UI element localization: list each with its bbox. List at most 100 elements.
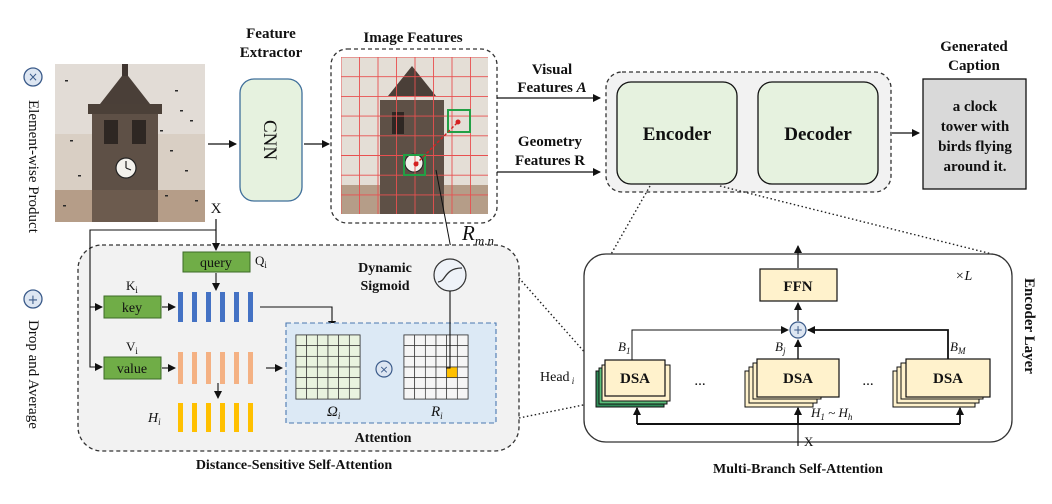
dsa-stack-2: DSA (744, 358, 840, 408)
bj-label: Bj (775, 339, 786, 356)
bm-label: BM (950, 339, 966, 356)
feature-map-image (341, 57, 488, 214)
matrix-cell (306, 377, 318, 389)
ellipsis-2: ... (862, 373, 873, 389)
matrix-cell (295, 345, 308, 357)
geometry-features-label-2: Features R (515, 153, 585, 169)
matrix-cell (435, 345, 448, 357)
bird-icons (63, 80, 198, 207)
q-sub-label: Qi (255, 253, 267, 270)
matrix-cell (446, 387, 458, 400)
matrix-cell (348, 366, 361, 379)
key-block (103, 295, 162, 319)
sigmoid-icon (433, 258, 467, 292)
dynamic-sigmoid-label-2: Sigmoid (360, 279, 409, 294)
encoder-block (616, 81, 738, 185)
dsa-stack-3: DSA (892, 358, 991, 408)
matrix-cell (348, 334, 361, 347)
dynamic-sigmoid-label-1: Dynamic (358, 261, 412, 276)
generated-caption-title-2: Caption (948, 58, 1000, 74)
matrix-cell (338, 355, 350, 368)
caption-line: tower with (941, 119, 1010, 135)
matrix-cell (403, 345, 416, 357)
region-box-clock (403, 154, 426, 176)
matrix-cell (327, 366, 340, 379)
matrix-cell (446, 366, 458, 379)
matrix-cell (348, 355, 361, 368)
matrix-cell (338, 387, 350, 400)
visual-features-label-1: Visual (532, 62, 572, 78)
matrix-cell (456, 345, 469, 357)
vector-bar (248, 403, 253, 432)
matrix-cell (424, 377, 437, 389)
matrix-cell (403, 377, 416, 389)
ffn-label: FFN (783, 279, 812, 295)
matrix-cell (316, 355, 329, 368)
query-label: query (200, 256, 232, 271)
svg-text:+: + (28, 293, 39, 308)
dsa-stack-1: DSA (595, 359, 671, 408)
matrix-cell (424, 334, 437, 347)
caption-line: around it. (943, 159, 1006, 175)
matrix-cell (316, 334, 329, 347)
matrix-cell (306, 334, 318, 347)
matrix-cell (456, 377, 469, 389)
matrix-cell (348, 345, 361, 357)
region-box-birds (447, 109, 471, 133)
matrix-cell (348, 377, 361, 389)
ffn-block (759, 268, 838, 302)
encoder-layer-title: Encoder Layer (1021, 278, 1037, 374)
ellipsis-1: ... (694, 373, 705, 389)
matrix-cell (414, 334, 426, 347)
matrix-cell (435, 387, 448, 400)
vector-bar (206, 292, 211, 322)
matrix-cell (295, 387, 308, 400)
matrix-cell (403, 387, 416, 400)
product-legend-label: Element-wise Product (25, 100, 41, 234)
matrix-cell (306, 355, 318, 368)
matrix-cell (414, 345, 426, 357)
dsa-caption: Distance-Sensitive Self-Attention (196, 458, 393, 473)
key-vectors (178, 292, 253, 322)
matrix-cell (435, 366, 448, 379)
feature-extractor-title-2: Extractor (240, 45, 303, 61)
matrix-cell (327, 377, 340, 389)
value-label: value (117, 362, 147, 377)
vector-bar (178, 292, 183, 322)
matrix-cell (414, 387, 426, 400)
feature-extractor-title-1: Feature (246, 26, 296, 42)
cnn-label: CNN (259, 120, 280, 160)
matrix-cell (435, 377, 448, 389)
matrix-cell (295, 334, 308, 347)
caption-line: a clock (953, 99, 998, 115)
query-block (182, 251, 251, 273)
matrix-cell (306, 345, 318, 357)
value-block (103, 356, 162, 380)
rmn-label: Rm,n (461, 221, 494, 248)
vector-bar (220, 292, 225, 322)
element-wise-product-icon (375, 360, 393, 378)
drop-average-icon (23, 289, 43, 309)
drop-legend: + Drop and Average (23, 289, 43, 429)
vector-bar (178, 352, 183, 384)
h-range-label: H1 ~ Hh (810, 405, 853, 422)
svg-text:×: × (379, 363, 388, 376)
dsa-label: DSA (933, 371, 963, 387)
matrix-cell (295, 355, 308, 368)
decoder-label: Decoder (784, 124, 852, 145)
v-label: Vi (126, 339, 138, 356)
omega-matrix (295, 334, 361, 400)
vector-bar (248, 352, 253, 384)
omega-label: Ωi (327, 404, 341, 421)
matrix-cell (316, 377, 329, 389)
vector-bar (178, 403, 183, 432)
matrix-cell (414, 355, 426, 368)
matrix-cell (338, 366, 350, 379)
vector-bar (192, 292, 197, 322)
matrix-cell (424, 355, 437, 368)
matrix-cell (338, 377, 350, 389)
head-label: Head i (540, 370, 575, 386)
matrix-cell (295, 377, 308, 389)
matrix-cell (456, 334, 469, 347)
vector-bar (220, 403, 225, 432)
